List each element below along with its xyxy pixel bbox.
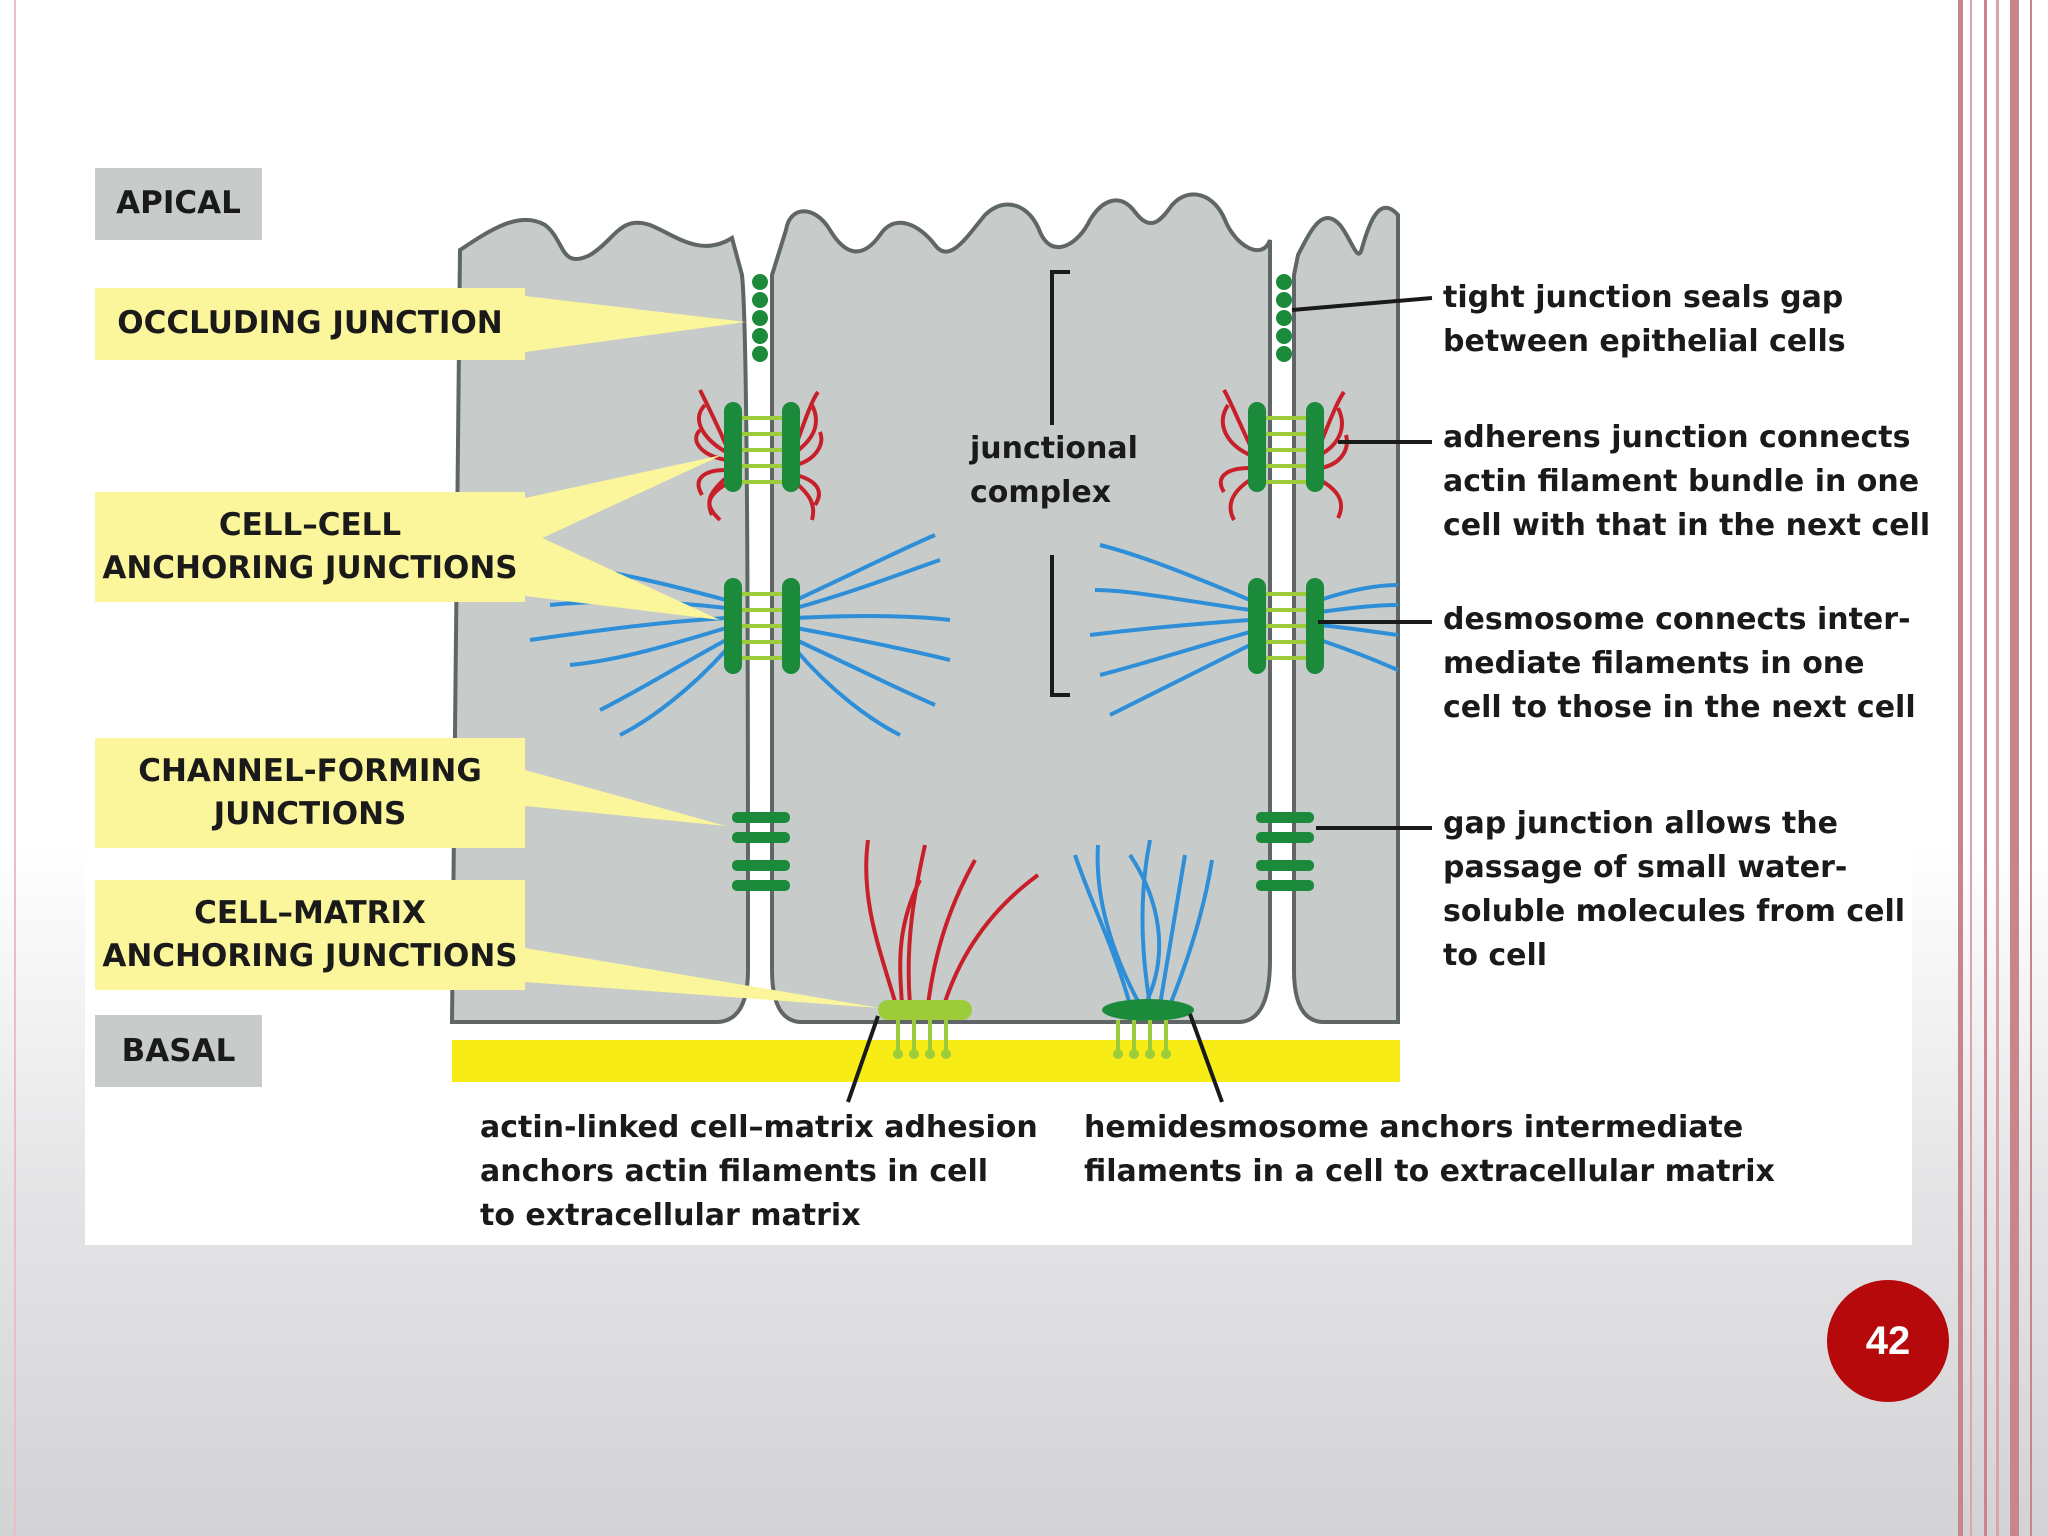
actin-linked-adhesion bbox=[864, 839, 1040, 1059]
cell-cell-anchoring-label: CELL–CELL ANCHORING JUNCTIONS bbox=[95, 504, 525, 590]
gap-junction-right bbox=[1256, 812, 1314, 891]
cell-matrix-callout bbox=[95, 880, 880, 1008]
desmosome-right bbox=[1089, 543, 1399, 717]
tight-pointer bbox=[1291, 296, 1433, 312]
basal-label: BASAL bbox=[121, 1033, 236, 1069]
epithelial-cell-left bbox=[449, 217, 751, 1024]
actin-linked-description: actin-linked cell–matrix adhesion anchor… bbox=[480, 1106, 1038, 1238]
tight-junction-left bbox=[752, 274, 768, 362]
gap-junction-description: gap junction allows the passage of small… bbox=[1443, 802, 1905, 978]
cell-cell-callout bbox=[95, 455, 722, 620]
channel-forming-label: CHANNEL-FORMING JUNCTIONS bbox=[95, 750, 525, 836]
epithelial-cell-middle bbox=[770, 192, 1272, 1024]
slide-border-stripe bbox=[1958, 0, 1963, 1536]
label-line: junctional bbox=[970, 431, 1138, 466]
label-line: to cell bbox=[1443, 938, 1548, 973]
actin-linked-pointer bbox=[846, 1015, 880, 1103]
basal-tag bbox=[95, 1015, 262, 1087]
slide-border-stripe bbox=[1996, 0, 1999, 1536]
label-line: anchors actin filaments in cell bbox=[480, 1154, 989, 1189]
cell-matrix-anchoring-label: CELL–MATRIX ANCHORING JUNCTIONS bbox=[95, 892, 525, 978]
label-line: JUNCTIONS bbox=[213, 796, 407, 832]
basal-lamina bbox=[452, 1040, 1400, 1082]
page-number-badge: 42 bbox=[1827, 1280, 1949, 1402]
tight-junction-description: tight junction seals gap between epithel… bbox=[1443, 276, 1846, 364]
slide-border-stripe bbox=[2030, 0, 2032, 1536]
label-line: CELL–CELL bbox=[218, 507, 402, 543]
label-line: actin filament bundle in one bbox=[1443, 464, 1920, 499]
slide-border-stripe bbox=[1984, 0, 1987, 1536]
slide-border-stripe bbox=[2010, 0, 2019, 1536]
hemidesmosome-description: hemidesmosome anchors intermediate filam… bbox=[1084, 1106, 1775, 1194]
label-line: cell with that in the next cell bbox=[1443, 508, 1931, 543]
slide-border-stripe bbox=[1970, 0, 1972, 1536]
tight-junction-right bbox=[1276, 274, 1292, 362]
label-line: to extracellular matrix bbox=[480, 1198, 861, 1233]
adherens-junction-left bbox=[694, 389, 824, 522]
label-line: CELL–MATRIX bbox=[194, 895, 426, 931]
slide-border-stripe-left bbox=[14, 0, 16, 1536]
hemidesmosome bbox=[1073, 839, 1214, 1059]
gap-junction-left bbox=[732, 812, 790, 891]
label-line: CHANNEL-FORMING bbox=[138, 753, 482, 789]
label-line: actin-linked cell–matrix adhesion bbox=[480, 1110, 1038, 1145]
occluding-callout bbox=[95, 288, 746, 360]
label-line: hemidesmosome anchors intermediate bbox=[1084, 1110, 1744, 1145]
desmosome-description: desmosome connects inter- mediate filame… bbox=[1443, 598, 1916, 730]
adherens-junction-right bbox=[1218, 388, 1349, 521]
label-line: tight junction seals gap bbox=[1443, 280, 1844, 315]
label-line: desmosome connects inter- bbox=[1443, 602, 1911, 637]
label-line: gap junction allows the bbox=[1443, 806, 1838, 841]
label-line: complex bbox=[970, 475, 1112, 510]
hemidesmosome-pointer bbox=[1188, 1013, 1224, 1103]
label-line: soluble molecules from cell bbox=[1443, 894, 1906, 929]
label-line: ANCHORING JUNCTIONS bbox=[102, 938, 518, 974]
apical-label: APICAL bbox=[116, 185, 241, 221]
label-line: ANCHORING JUNCTIONS bbox=[102, 550, 518, 586]
label-line: mediate filaments in one bbox=[1443, 646, 1865, 681]
channel-callout bbox=[95, 738, 726, 848]
label-line: filaments in a cell to extracellular mat… bbox=[1084, 1154, 1775, 1189]
occluding-junction-label: OCCLUDING JUNCTION bbox=[117, 305, 503, 341]
junctional-complex-label: junctional complex bbox=[970, 427, 1138, 515]
apical-tag bbox=[95, 168, 262, 240]
label-line: passage of small water- bbox=[1443, 850, 1848, 885]
adherens-junction-description: adherens junction connects actin filamen… bbox=[1443, 416, 1930, 548]
label-line: between epithelial cells bbox=[1443, 324, 1846, 359]
label-line: adherens junction connects bbox=[1443, 420, 1911, 455]
desmosome-left bbox=[529, 533, 951, 737]
label-line: cell to those in the next cell bbox=[1443, 690, 1916, 725]
